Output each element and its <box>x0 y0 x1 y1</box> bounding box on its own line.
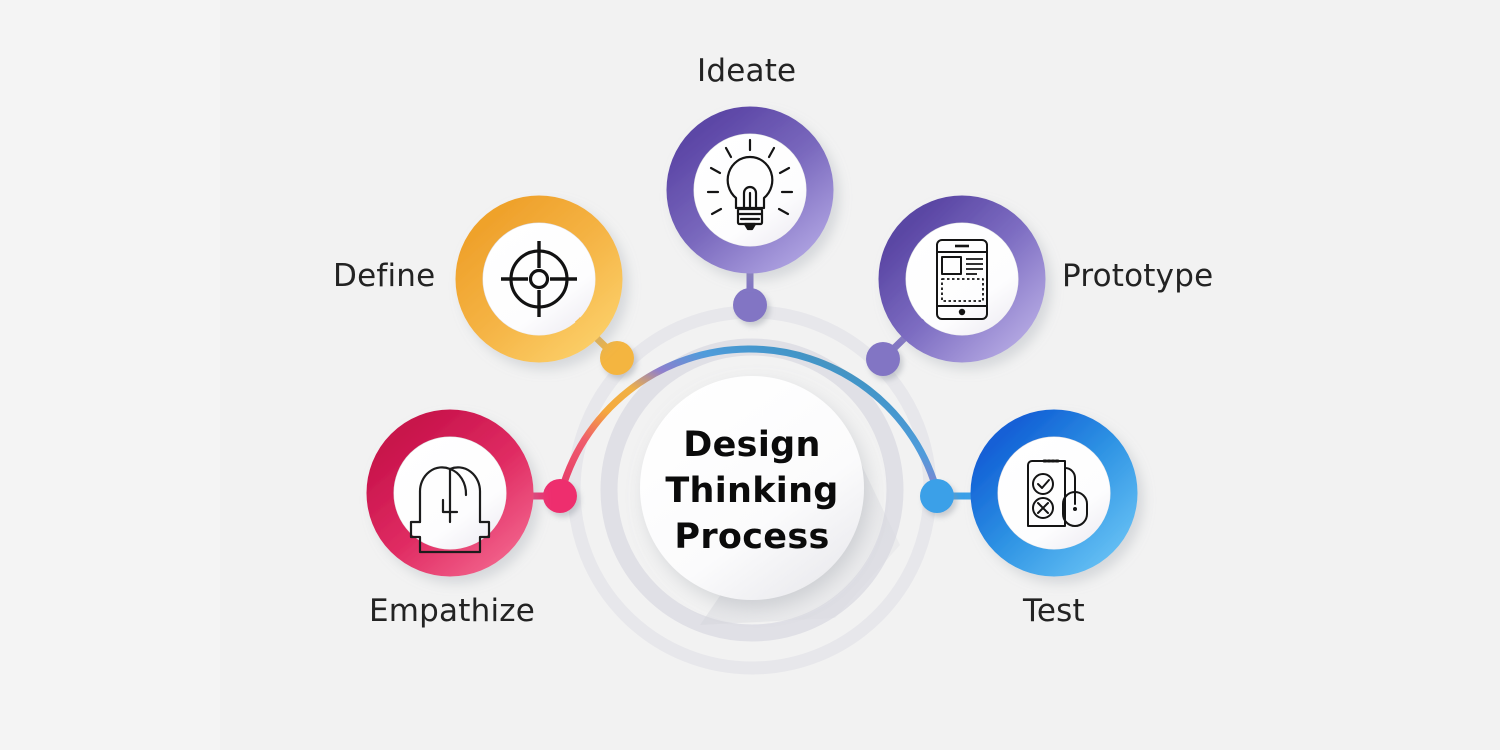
node-test[interactable] <box>920 479 954 513</box>
background-left-band <box>0 0 220 750</box>
node-empathize[interactable] <box>543 479 577 513</box>
stage-empathize[interactable] <box>366 409 534 577</box>
stage-ring-define[interactable] <box>455 195 623 363</box>
node-define[interactable] <box>600 341 634 375</box>
center-disc[interactable] <box>640 376 864 600</box>
center-title-line-3: Process <box>674 517 830 558</box>
stage-ring-ideate[interactable] <box>666 106 834 274</box>
center-circle-group <box>640 376 900 625</box>
stage-ring-test[interactable] <box>970 409 1138 577</box>
node-prototype[interactable] <box>866 342 900 376</box>
stage-disc-ideate <box>694 134 806 246</box>
stage-label-empathize: Empathize <box>369 593 536 629</box>
crosshair-target-icon <box>501 241 577 317</box>
center-title: Design Thinking Process <box>632 422 872 561</box>
arc-nodes <box>543 288 954 513</box>
stage-label-prototype: Prototype <box>1062 258 1214 294</box>
stage-prototype[interactable] <box>878 195 1046 363</box>
process-arc <box>556 345 942 501</box>
lightbulb-icon <box>706 138 794 231</box>
stage-ring-empathize[interactable] <box>366 409 534 577</box>
checklist-mouse-icon <box>1027 459 1088 527</box>
center-title-line-1: Design <box>683 425 821 465</box>
stage-label-ideate: Ideate <box>697 53 797 89</box>
stage-ideate[interactable] <box>666 106 834 274</box>
center-title-line-2: Thinking <box>665 471 839 512</box>
smartphone-wireframe-icon <box>936 239 988 320</box>
stage-test[interactable] <box>970 409 1138 577</box>
stage-define[interactable] <box>455 195 623 363</box>
two-heads-icon <box>409 466 491 554</box>
stage-disc-define <box>483 223 595 335</box>
stage-disc-test <box>998 437 1110 549</box>
stage-label-test: Test <box>1023 593 1085 629</box>
stage-ring-prototype[interactable] <box>878 195 1046 363</box>
stage-label-define: Define <box>333 258 436 294</box>
node-ideate[interactable] <box>733 288 767 322</box>
